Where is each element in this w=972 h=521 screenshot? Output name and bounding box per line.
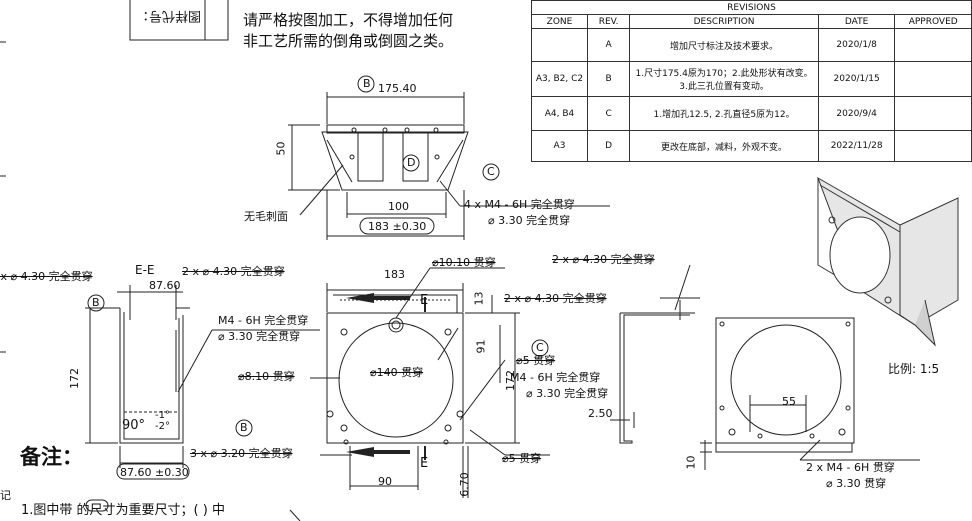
zone-c-label-1: C — [487, 165, 495, 178]
col-description: DESCRIPTION — [629, 14, 819, 29]
table-row: A3, B2, C2 B 1.尺寸175.4原为170；2.此处形状有改变。3.… — [531, 61, 972, 97]
zone-c-1 — [482, 163, 500, 181]
angle-tol-minus: -2° — [155, 421, 170, 432]
callout-4xm4-drill: ⌀ 3.30 完全贯穿 — [488, 214, 571, 227]
angle-90: 90° — [122, 418, 146, 433]
zone-b-1 — [357, 75, 375, 93]
zone-d-label: D — [407, 156, 416, 169]
revisions-table: REVISIONS ZONE REV. DESCRIPTION DATE APP… — [531, 0, 972, 162]
angle-tol-plus: -1° — [155, 410, 170, 421]
dim-100: 100 — [388, 200, 409, 213]
callout-5b: ⌀5 贯穿 — [502, 452, 542, 465]
section-view-ee — [85, 285, 320, 480]
callout-1010: ⌀10.10 贯穿 — [432, 256, 496, 269]
view-arrow-e-top — [346, 293, 374, 303]
callout-320: 3 x ⌀ 3.20 完全贯穿 — [190, 447, 293, 460]
isometric-view — [817, 176, 959, 347]
col-zone: ZONE — [531, 14, 588, 29]
dim-87-60-tol: 87.60 ±0.30 — [120, 466, 189, 479]
corner-label: 图样代号： — [136, 8, 202, 23]
note-1: 1.图中带 的尺寸为重要尺寸；( ) 中 — [21, 503, 225, 518]
col-rev: REV. — [586, 14, 631, 29]
zone-b-label-3: B — [240, 421, 248, 434]
dim-183: 183 — [384, 268, 405, 281]
dim-172-left: 172 — [68, 368, 81, 389]
callout-m4-mid: M4 - 6H 完全贯穿 — [218, 314, 309, 327]
zone-c-2 — [531, 339, 549, 357]
callout-m4-r-drill: ⌀ 3.30 贯穿 — [826, 477, 887, 490]
callout-m4-mid-drill: ⌀ 3.30 完全贯穿 — [218, 330, 301, 343]
title-block-corner — [129, 0, 229, 41]
zone-b-3 — [235, 419, 253, 437]
callout-deburr: 无毛刺面 — [244, 210, 288, 223]
dim-183-tol: 183 ±0.30 — [368, 220, 427, 233]
note-line-2: 非工艺所需的倒角或倒圆之类。 — [243, 32, 454, 50]
zone-b-2 — [87, 294, 105, 312]
callout-430-r1: 2 x ⌀ 4.30 完全贯穿 — [552, 253, 655, 266]
callout-430-a: 2 x ⌀ 4.30 完全贯穿 — [182, 265, 285, 278]
dim-91: 91 — [474, 339, 488, 354]
dim-50: 50 — [274, 141, 288, 156]
dim-55: 55 — [782, 395, 796, 408]
table-row: A4, B4 C 1.增加孔12.5, 2.孔直径5原为12。 2020/9/4 — [531, 96, 972, 131]
revisions-title: REVISIONS — [531, 0, 972, 15]
dim-175: 175.40 — [378, 82, 417, 95]
col-approved: APPROVED — [894, 14, 972, 29]
zone-b-label-1: B — [363, 77, 371, 90]
view-arrow-e-bottom — [346, 447, 374, 457]
table-row: A 增加尺寸标注及技术要求。 2020/1/8 — [531, 28, 972, 62]
callout-4xm4: 4 x M4 - 6H 完全贯穿 — [464, 198, 575, 211]
front-view — [310, 267, 550, 498]
cut-label-e-top: E — [420, 293, 429, 308]
margin-char: 记 — [0, 489, 11, 502]
fan-hole — [338, 322, 454, 438]
dim-2-50: 2.50 — [588, 407, 613, 420]
section-label-ee: E-E — [135, 263, 155, 277]
table-row: A3 D 更改在底部，减料，外观不变。 2022/11/28 — [531, 130, 972, 162]
notes-title: 备注： — [20, 445, 83, 469]
dim-87-60: 87.60 — [149, 279, 181, 292]
zone-b-label-2: B — [92, 296, 100, 309]
col-date: DATE — [817, 14, 896, 29]
dim-90: 90 — [378, 475, 392, 488]
note-line-1: 请严格按图加工，不得增加任何 — [243, 11, 454, 29]
dim-6-70: 6.70 — [457, 472, 471, 497]
callout-810: ⌀8.10 贯穿 — [238, 370, 295, 383]
zone-d — [402, 154, 420, 172]
side-view — [610, 264, 700, 444]
callout-m4-c-drill: ⌀ 3.30 完全贯穿 — [526, 387, 609, 400]
callout-m4-c: M4 - 6H 完全贯穿 — [510, 371, 601, 384]
callout-5a: ⌀5 贯穿 — [516, 354, 556, 367]
callout-140: ⌀140 贯穿 — [370, 366, 424, 379]
zone-c-label-2: C — [536, 341, 544, 354]
callout-430-left: 2 x ⌀ 4.30 完全贯穿 — [0, 270, 93, 283]
cut-label-e-bottom: E — [420, 456, 429, 471]
callout-430-r2: 2 x ⌀ 4.30 完全贯穿 — [504, 292, 607, 305]
scale-label: 比例: 1:5 — [888, 362, 940, 376]
dim-13: 13 — [472, 291, 486, 306]
dim-10: 10 — [684, 455, 698, 470]
rear-view — [700, 317, 920, 470]
top-view — [288, 92, 610, 240]
callout-m4-r: 2 x M4 - 6H 贯穿 — [806, 461, 895, 474]
